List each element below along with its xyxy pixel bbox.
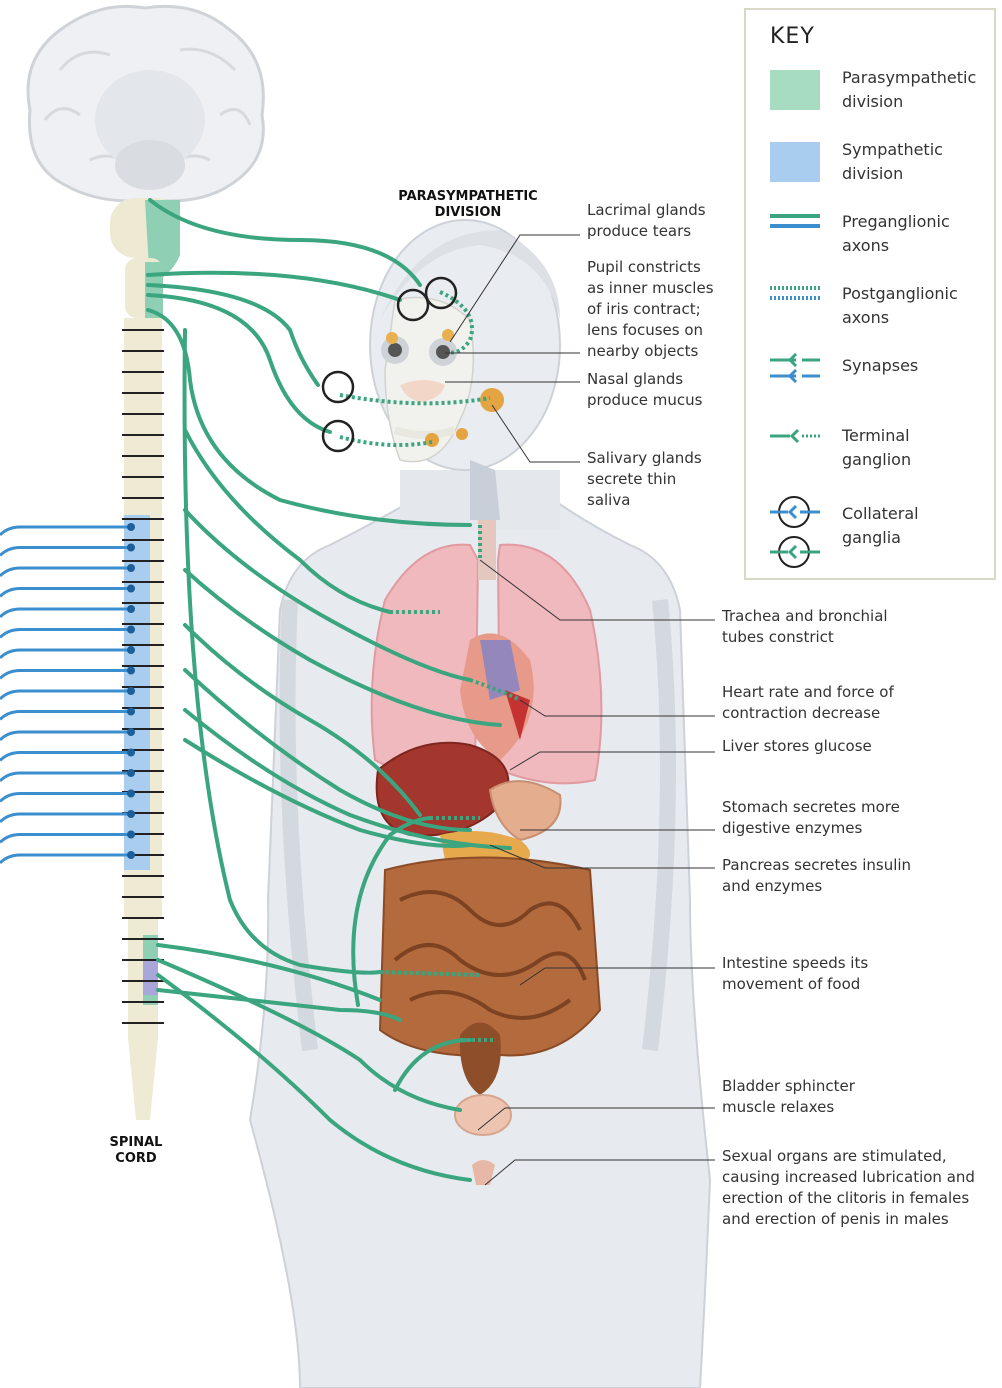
label-nasal-glands: Nasal glands produce mucus xyxy=(587,369,703,411)
key-terminal-ganglion-label: Terminal ganglion xyxy=(842,424,911,472)
sympathetic-nerve-line xyxy=(0,609,130,617)
sympathetic-ganglion-dot xyxy=(127,831,135,839)
sympathetic-ganglion-dot xyxy=(127,749,135,757)
label-liver: Liver stores glucose xyxy=(722,736,872,757)
sympathetic-ganglion-dot xyxy=(127,790,135,798)
sympathetic-nerve-line xyxy=(0,548,130,556)
postganglionic-axon-icon xyxy=(770,288,820,298)
label-pupil: Pupil constricts as inner muscles of iri… xyxy=(587,257,714,362)
sympathetic-ganglion-dot xyxy=(127,769,135,777)
sympathetic-ganglion-dot xyxy=(127,851,135,859)
key-legend: KEY Parasympathetic division Sympathetic… xyxy=(744,8,996,580)
label-heart: Heart rate and force of contraction decr… xyxy=(722,682,894,724)
key-sympathetic-label: Sympathetic division xyxy=(842,138,943,186)
sympathetic-ganglion-dot xyxy=(127,544,135,552)
sympathetic-nerve-line xyxy=(0,568,130,576)
collateral-ganglia-icon xyxy=(770,497,820,567)
label-lacrimal-glands: Lacrimal glands produce tears xyxy=(587,200,706,242)
parasympathetic-division-heading: PARASYMPATHETIC DIVISION xyxy=(380,189,556,221)
sympathetic-nerve-line xyxy=(0,671,130,679)
sympathetic-nerve-line xyxy=(0,753,130,761)
sympathetic-nerve-line xyxy=(0,773,130,781)
sympathetic-nerve-line xyxy=(0,630,130,638)
sympathetic-nerve-line xyxy=(0,589,130,597)
sympathetic-ganglion-dot xyxy=(127,667,135,675)
sympathetic-nerve-line xyxy=(0,732,130,740)
label-bladder: Bladder sphincter muscle relaxes xyxy=(722,1076,855,1118)
label-pancreas: Pancreas secretes insulin and enzymes xyxy=(722,855,911,897)
sympathetic-ganglion-dot xyxy=(127,687,135,695)
key-parasympathetic-label: Parasympathetic division xyxy=(842,66,976,114)
synapse-icon xyxy=(770,354,820,382)
sympathetic-ganglion-dot xyxy=(127,564,135,572)
sympathetic-nerve-line xyxy=(0,691,130,699)
key-collateral-ganglia-label: Collateral ganglia xyxy=(842,502,919,550)
sympathetic-swatch xyxy=(770,142,820,182)
sympathetic-nerve-line xyxy=(0,712,130,720)
label-stomach: Stomach secretes more digestive enzymes xyxy=(722,797,900,839)
label-trachea: Trachea and bronchial tubes constrict xyxy=(722,606,888,648)
sympathetic-ganglion-dot xyxy=(127,646,135,654)
sympathetic-nerve-line xyxy=(0,835,130,843)
brain-illustration xyxy=(28,6,263,201)
sympathetic-ganglion-dot xyxy=(127,626,135,634)
key-postganglionic-label: Postganglionic axons xyxy=(842,282,958,330)
label-sexual-organs: Sexual organs are stimulated, causing in… xyxy=(722,1146,975,1230)
sympathetic-ganglion-dot xyxy=(127,605,135,613)
key-preganglionic-label: Preganglionic axons xyxy=(842,210,950,258)
sympathetic-ganglion-dot xyxy=(127,728,135,736)
parasympathetic-swatch xyxy=(770,70,820,110)
sympathetic-nerve-line xyxy=(0,650,130,658)
terminal-ganglion-icon xyxy=(770,430,822,442)
label-intestine: Intestine speeds its movement of food xyxy=(722,953,868,995)
sympathetic-ganglion-dot xyxy=(127,523,135,531)
preganglionic-axon-icon xyxy=(770,216,820,226)
sympathetic-ganglion-dot xyxy=(127,708,135,716)
sympathetic-nerves xyxy=(0,523,135,863)
sympathetic-ganglion-dot xyxy=(127,585,135,593)
sympathetic-nerve-line xyxy=(0,794,130,802)
key-synapses-label: Synapses xyxy=(842,354,918,378)
sympathetic-nerve-line xyxy=(0,855,130,863)
sympathetic-ganglion-dot xyxy=(127,810,135,818)
label-salivary-glands: Salivary glands secrete thin saliva xyxy=(587,448,702,511)
spinal-cord-heading: SPINAL CORD xyxy=(96,1135,176,1167)
sympathetic-nerve-line xyxy=(0,527,130,535)
sympathetic-nerve-line xyxy=(0,814,130,822)
